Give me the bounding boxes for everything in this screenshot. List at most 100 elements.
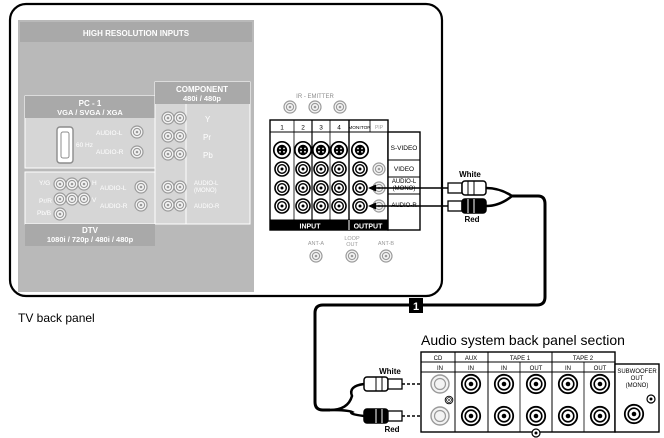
cd-in-label: IN <box>437 366 443 372</box>
audio-l-jack-1-icon <box>274 180 290 196</box>
video-jack-2-icon <box>295 161 311 177</box>
audio-r-jack-4-icon <box>331 198 347 214</box>
pc-audio-r-jack-icon <box>130 145 144 159</box>
cd-label: CD <box>434 356 443 362</box>
ant-a-jack-icon <box>309 249 323 263</box>
component-audio-l-jack-b-icon <box>173 180 187 194</box>
dtv-v-label: V <box>92 197 97 204</box>
dtv-audio-r-label: AUDIO-R <box>100 203 128 210</box>
subwoofer-mono-label: (MONO) <box>626 383 649 389</box>
tape2-out-l-jack-icon <box>589 373 611 395</box>
component-pr-label: Pr <box>203 133 211 142</box>
loop-out-jack-icon <box>345 249 359 263</box>
pc-title: PC - 1 <box>79 99 102 108</box>
ir-jack-3-icon <box>333 100 347 114</box>
av-jack-panel: INPUT OUTPUT 1 2 3 4 MONITOR PIP S-VIDEO… <box>269 119 421 231</box>
video-jack-4-icon <box>331 161 347 177</box>
white-plug-top-icon <box>447 180 487 196</box>
tape1-out-label: OUT <box>530 366 543 372</box>
dtv-audio-l-jack-icon <box>134 180 148 194</box>
subwoofer-ground-icon <box>646 394 656 404</box>
ir-emitter-label: IR - EMITTER <box>296 94 334 100</box>
tape1-ground-icon <box>531 428 541 438</box>
dtv-v-jack-a-icon <box>65 192 79 206</box>
tape2-in-label: IN <box>565 366 571 372</box>
col-1-label: 1 <box>280 125 284 132</box>
tape2-in-r-jack-icon <box>557 405 579 427</box>
svideo-label: S-VIDEO <box>391 145 418 152</box>
component-audio-r-label: AUDIO-R <box>194 204 220 210</box>
tape1-in-r-jack-icon <box>493 405 515 427</box>
dtv-pb-jack-icon <box>53 207 67 221</box>
loop-label: LOOP <box>344 236 360 242</box>
component-audio-r-jack-b-icon <box>173 198 187 212</box>
cd-ground-icon <box>444 395 454 405</box>
tape2-in-l-jack-icon <box>557 373 579 395</box>
cd-in-r-jack-icon <box>430 406 450 426</box>
white-plug-bottom-icon <box>363 376 403 392</box>
dtv-audio-r-jack-icon <box>134 198 148 212</box>
loop-out-label: OUT <box>346 242 358 248</box>
subwoofer-out-jack-icon <box>623 403 645 425</box>
video-pip-jack-icon <box>372 162 386 176</box>
component-y-jack-b-icon <box>173 111 187 125</box>
ant-b-jack-icon <box>379 249 393 263</box>
video-label: VIDEO <box>394 166 414 173</box>
pc-modes: VGA / SVGA / XGA <box>57 108 123 117</box>
white-label-top: White <box>459 170 481 179</box>
audio-l-jack-4-icon <box>331 180 347 196</box>
dtv-prr-label: Pr/R <box>39 198 52 205</box>
hz-label: 60 Hz <box>76 142 93 149</box>
video-monitor-jack-icon <box>352 161 368 177</box>
ir-jack-1-icon <box>283 100 297 114</box>
component-y-label: Y <box>205 115 211 124</box>
audio-system-back-panel: CD AUX TAPE 1 TAPE 2 IN IN IN OUT IN OUT <box>420 351 660 438</box>
pc-audio-r-label: AUDIO-R <box>96 149 124 156</box>
dtv-h-jack-b-icon <box>77 177 91 191</box>
aux-in-l-jack-icon <box>460 373 482 395</box>
component-y-jack-a-icon <box>161 111 175 125</box>
video-jack-1-icon <box>274 161 290 177</box>
dtv-yg-label: Y/G <box>39 180 50 187</box>
subwoofer-label: SUBWOOFER <box>617 369 657 375</box>
tape2-out-label: OUT <box>594 366 607 372</box>
red-plug-top-icon <box>447 198 487 214</box>
dtv-pbb-label: Pb/B <box>37 210 51 217</box>
antenna-jacks: ANT-A LOOP OUT ANT-B <box>308 236 395 263</box>
component-title: COMPONENT <box>176 85 228 94</box>
tape1-out-l-jack-icon <box>525 373 547 395</box>
ant-a-label: ANT-A <box>308 241 325 247</box>
dtv-title: DTV <box>82 226 99 235</box>
component-audio-r-jack-a-icon <box>161 198 175 212</box>
subwoofer-out-label: OUT <box>631 376 644 382</box>
svideo-jack-2-icon <box>293 140 313 160</box>
audio-r-monitor-jack-icon <box>352 198 368 214</box>
tape1-label: TAPE 1 <box>510 356 531 362</box>
pc-audio-l-label: AUDIO-L <box>96 130 123 137</box>
svideo-jack-1-icon <box>272 140 292 160</box>
ir-emitter: IR - EMITTER <box>283 94 347 114</box>
audio-r-jack-3-icon <box>313 198 329 214</box>
component-pb-jack-b-icon <box>173 147 187 161</box>
tape1-in-l-jack-icon <box>493 373 515 395</box>
cd-in-l-jack-icon <box>430 374 450 394</box>
vga-port-icon <box>56 126 74 164</box>
ant-b-label: ANT-B <box>378 241 395 247</box>
dtv-h-label: H <box>92 180 97 187</box>
input-label: INPUT <box>300 224 322 231</box>
audio-l-jack-3-icon <box>313 180 329 196</box>
svideo-jack-3-icon <box>311 140 331 160</box>
dtv-h-jack-a-icon <box>65 177 79 191</box>
component-audio-l-jack-a-icon <box>161 180 175 194</box>
dtv-pr-jack-icon <box>53 192 67 206</box>
red-label-bottom: Red <box>384 425 399 434</box>
svideo-monitor-jack-icon <box>350 140 370 160</box>
tape2-label: TAPE 2 <box>573 356 594 362</box>
red-plug-bottom-icon <box>363 408 403 424</box>
tape1-out-r-jack-icon <box>525 405 547 427</box>
component-mono-label: (MONO) <box>194 188 217 194</box>
out-audio-l-label: AUDIO-L <box>392 179 417 185</box>
dtv-v-jack-b-icon <box>77 192 91 206</box>
audio-l-jack-2-icon <box>295 180 311 196</box>
component-pr-jack-b-icon <box>173 129 187 143</box>
